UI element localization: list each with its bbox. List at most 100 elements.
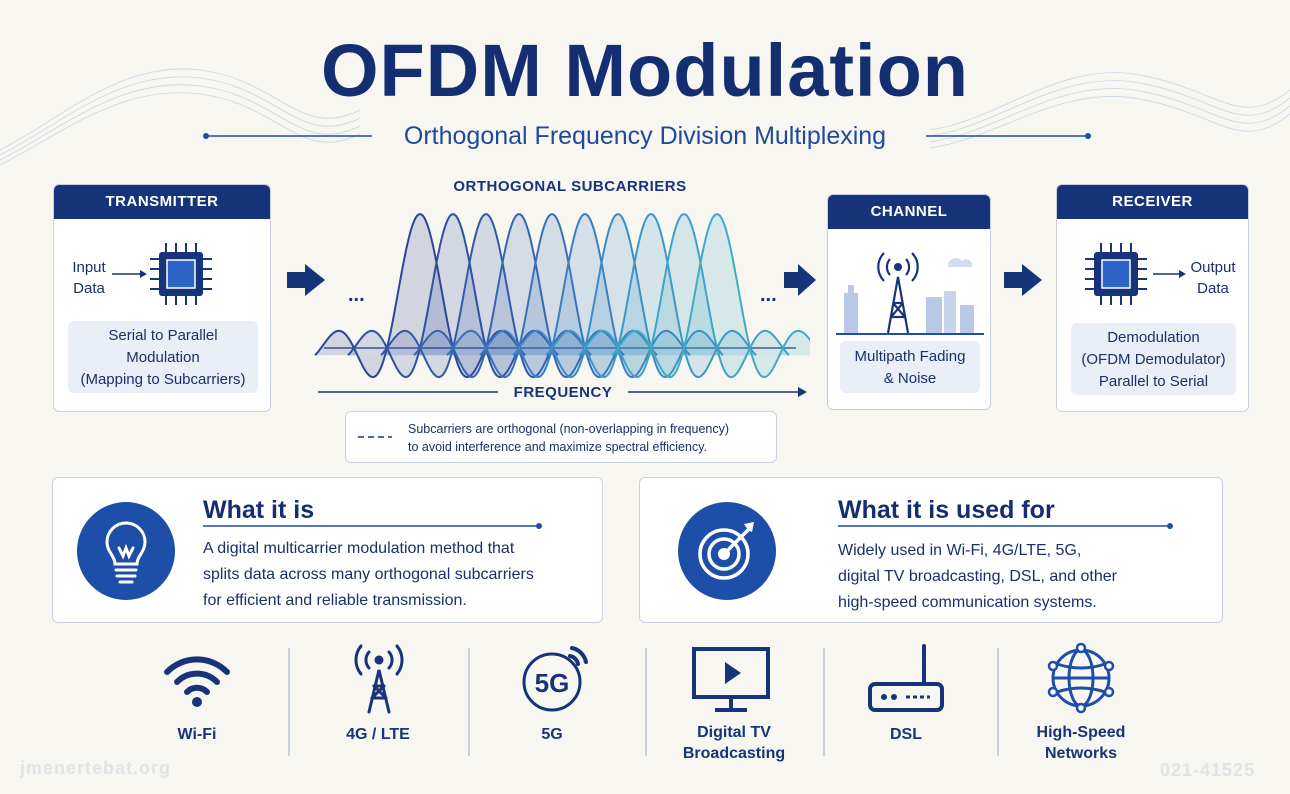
description-line: for efficient and reliable transmission. — [203, 592, 467, 609]
app-label-lte: 4G / LTE — [318, 724, 438, 745]
frequency-axis — [318, 387, 807, 397]
subcarrier-lobe — [479, 213, 691, 379]
subcarrier-lobe — [314, 213, 526, 379]
frequency-label: FREQUENCY — [513, 384, 613, 401]
what-it-is-card: What it is A digital multicarrier modula… — [52, 477, 603, 623]
ellipsis-right: ... — [760, 284, 777, 306]
applications-row: Wi-Fi 4G / LTE 5G 5G — [0, 640, 1290, 770]
subtitle-lines — [203, 133, 1091, 139]
watermark-right: 021-41525 — [1160, 760, 1256, 780]
input-label-line2: Data — [73, 280, 105, 297]
receiver-heading: RECEIVER — [1057, 185, 1248, 219]
app-label-wifi: Wi-Fi — [137, 724, 257, 745]
app-label-line: 4G / LTE — [346, 726, 410, 743]
note-line: to avoid interference and maximize spect… — [408, 440, 707, 454]
receiver-step: Parallel to Serial — [1098, 373, 1209, 390]
wifi-icon — [164, 656, 230, 707]
app-label-line: Digital TV — [697, 724, 771, 741]
arrow-right-icon — [784, 264, 816, 296]
input-label-line1: Input — [72, 259, 106, 276]
channel-heading: CHANNEL — [828, 195, 990, 229]
subcarrier-lobe — [446, 213, 658, 379]
output-arrow-icon — [1153, 270, 1186, 278]
note-text: Subcarriers are orthogonal (non-overlapp… — [408, 420, 768, 456]
description-line: digital TV broadcasting, DSL, and other — [838, 568, 1117, 585]
channel-line: Multipath Fading — [854, 348, 966, 365]
used-for-title: What it is used for — [838, 496, 1055, 524]
transmitter-heading: TRANSMITTER — [54, 185, 270, 219]
page-title: OFDM Modulation — [321, 29, 969, 112]
ellipsis-left: ... — [348, 284, 365, 306]
app-label-5g: 5G — [492, 724, 612, 745]
lightbulb-badge — [77, 502, 175, 600]
input-arrow-icon — [112, 270, 147, 278]
subtitle-row: Orthogonal Frequency Division Multiplexi… — [0, 118, 1290, 154]
divider — [645, 648, 647, 756]
app-label-networks: High-Speed Networks — [1016, 722, 1146, 764]
input-data-label: Input Data — [64, 257, 114, 299]
target-badge — [678, 502, 776, 600]
divider — [823, 648, 825, 756]
dashed-line-icon — [358, 436, 392, 438]
divider — [997, 648, 999, 756]
subcarrier-lobe — [380, 213, 592, 379]
receiver-step: (OFDM Demodulator) — [1081, 351, 1226, 368]
output-label-line2: Data — [1197, 280, 1229, 297]
receiver-steps: Demodulation (OFDM Demodulator) Parallel… — [1071, 323, 1236, 395]
subcarrier-lobe — [512, 213, 724, 379]
description-line: splits data across many orthogonal subca… — [203, 566, 534, 583]
subcarriers-heading: ORTHOGONAL SUBCARRIERS — [453, 178, 687, 195]
arrow-right-icon — [287, 264, 325, 296]
note-line: Subcarriers are orthogonal (non-overlapp… — [408, 422, 730, 436]
description-line: A digital multicarrier modulation method… — [203, 540, 515, 557]
globe-network-icon — [1047, 642, 1115, 714]
subcarrier-lobe — [545, 213, 757, 379]
lightbulb-icon — [105, 521, 147, 584]
what-it-is-text: A digital multicarrier modulation method… — [203, 536, 593, 614]
subcarrier-lobe — [611, 213, 810, 379]
used-for-text: Widely used in Wi-Fi, 4G/LTE, 5G, digita… — [838, 538, 1208, 616]
transmitter-steps: Serial to Parallel Modulation (Mapping t… — [68, 321, 258, 393]
chip-icon — [1085, 243, 1147, 305]
orthogonality-note: Subcarriers are orthogonal (non-overlapp… — [345, 411, 777, 463]
what-it-is-title: What it is — [203, 496, 315, 524]
tv-icon — [692, 647, 770, 712]
target-icon — [698, 522, 754, 580]
chip-icon — [150, 243, 212, 305]
transmitter-step: Serial to Parallel — [108, 327, 218, 344]
used-for-card: What it is used for Widely used in Wi-Fi… — [639, 477, 1223, 623]
output-data-label: Output Data — [1185, 257, 1241, 299]
channel-description: Multipath Fading & Noise — [840, 341, 980, 393]
5g-icon: 5G — [514, 642, 594, 714]
title-underline — [203, 523, 542, 529]
receiver-step: Demodulation — [1107, 329, 1200, 346]
app-label-line: Networks — [1044, 745, 1118, 762]
transmitter-step: (Mapping to Subcarriers) — [80, 371, 246, 388]
app-label-line: Broadcasting — [682, 745, 786, 762]
description-line: Widely used in Wi-Fi, 4G/LTE, 5G, — [838, 542, 1082, 559]
receiver-card: RECEIVER Output Data Demodulation (OFDM … — [1056, 184, 1249, 412]
app-label-tv: Digital TV Broadcasting — [668, 722, 800, 764]
divider — [288, 648, 290, 756]
subcarrier-lobe — [347, 213, 559, 379]
app-label-line: Wi-Fi — [177, 726, 217, 743]
divider — [468, 648, 470, 756]
watermark-left: jmenertebat.org — [20, 758, 172, 778]
title-underline — [838, 523, 1173, 529]
channel-line: & Noise — [883, 370, 937, 387]
5g-glyph: 5G — [534, 668, 570, 698]
channel-card: CHANNEL Multipath Fading & Noise — [827, 194, 991, 410]
app-label-dsl: DSL — [846, 724, 966, 745]
router-icon — [868, 644, 944, 712]
app-label-line: DSL — [890, 726, 922, 743]
cell-tower-icon — [354, 644, 404, 714]
subcarrier-spectrum — [314, 213, 810, 379]
arrow-right-icon — [1004, 264, 1042, 296]
description-line: high-speed communication systems. — [838, 594, 1097, 611]
app-label-line: High-Speed — [1036, 724, 1126, 741]
page-subtitle: Orthogonal Frequency Division Multiplexi… — [403, 122, 887, 150]
subcarrier-lobe — [413, 213, 625, 379]
app-label-line: 5G — [541, 726, 563, 743]
channel-tower-city-icon — [836, 252, 984, 335]
